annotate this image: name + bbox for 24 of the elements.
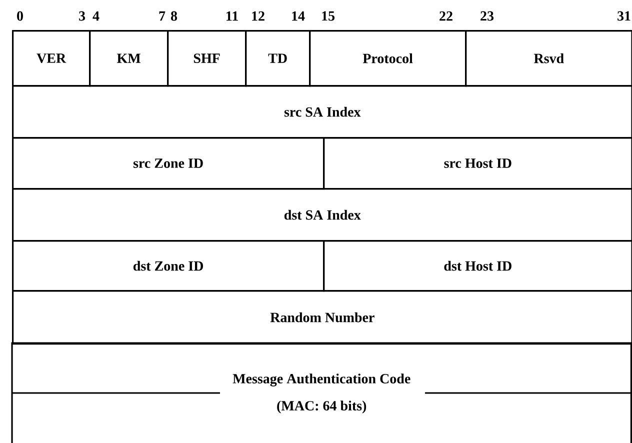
bit-number: 7: [159, 11, 166, 21]
field-cell: src Zone ID: [12, 137, 325, 190]
field-cell: dst Host ID: [323, 240, 632, 292]
field-cell: src Host ID: [323, 137, 632, 190]
field-cell: Message Authentication Code (MAC: 64 bits): [11, 342, 632, 443]
field-cell: Protocol: [309, 30, 467, 87]
bit-number: 14: [292, 11, 305, 21]
field-cell: KM: [89, 30, 169, 87]
bit-number: 8: [170, 11, 178, 21]
field-cell: Random Number: [12, 290, 632, 345]
bit-number: 4: [92, 11, 100, 21]
bit-number: 12: [252, 11, 264, 21]
field-cell: src SA Index: [12, 85, 632, 139]
bit-number: 11: [226, 11, 238, 21]
field-cell: SHF: [167, 30, 247, 87]
field-cell: VER: [12, 30, 91, 87]
field-cell: dst Zone ID: [12, 240, 325, 292]
field-cell: Rsvd: [465, 30, 632, 87]
field-cell: dst SA Index: [12, 188, 632, 242]
bit-number: 23: [480, 11, 494, 21]
field-cell: TD: [245, 30, 311, 87]
bit-number: 22: [440, 11, 452, 21]
bit-number: 15: [322, 11, 334, 21]
bit-number: 3: [79, 11, 86, 21]
